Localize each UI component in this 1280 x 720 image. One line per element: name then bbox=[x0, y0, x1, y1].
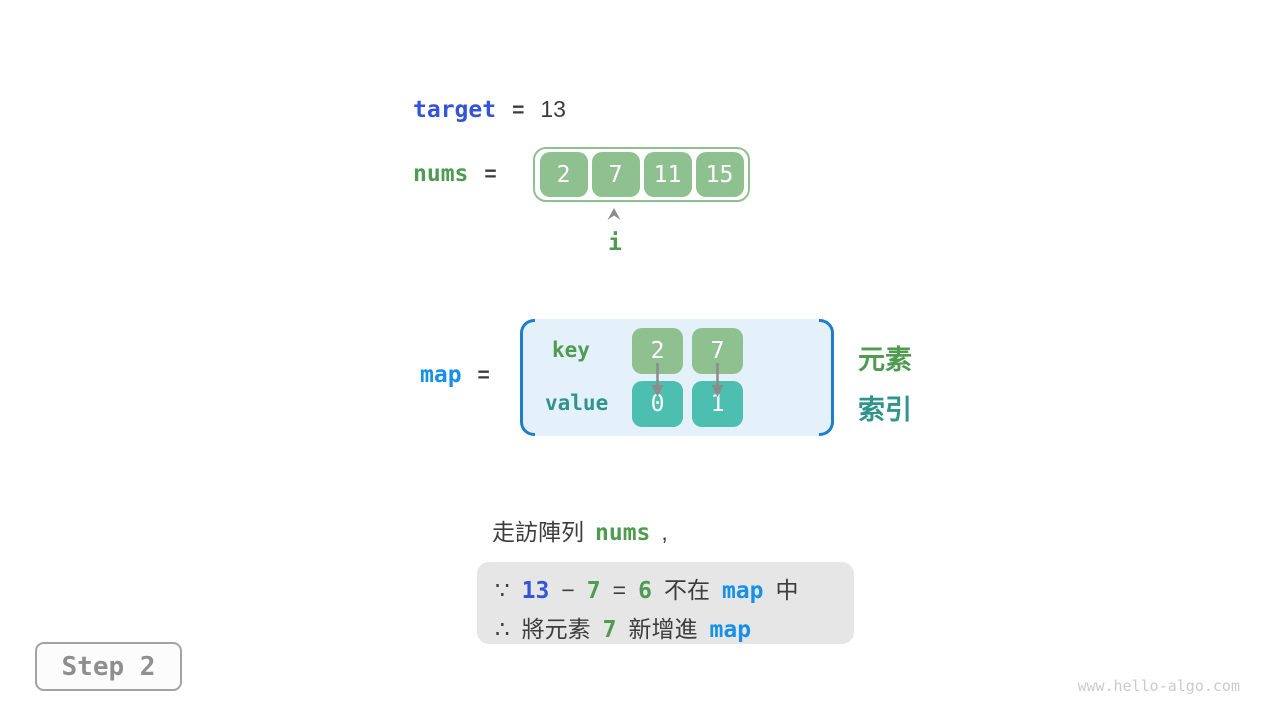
step-badge: Step 2 bbox=[35, 642, 182, 691]
current-element: 7 bbox=[586, 578, 601, 604]
target-value: 13 bbox=[540, 96, 566, 122]
map-equals-sign: = bbox=[477, 364, 490, 387]
minus-sign: − bbox=[561, 577, 575, 603]
not-in-text: 不在 bbox=[663, 577, 710, 603]
target-assignment: target = 13 bbox=[413, 96, 566, 123]
insert-into-text: 新增進 bbox=[628, 616, 698, 642]
caption-line: 走訪陣列 nums , bbox=[492, 513, 668, 547]
map-variable-label: map bbox=[420, 362, 462, 388]
nums-array-cell: 7 bbox=[591, 152, 640, 197]
target-number: 13 bbox=[521, 578, 550, 604]
note-line-2: ∴ 將元素 7 新增進 map bbox=[495, 610, 854, 644]
map-value-cell: 0 bbox=[632, 381, 683, 427]
nums-equals-sign: = bbox=[484, 163, 497, 186]
nums-array-cell: 11 bbox=[643, 152, 692, 197]
therefore-symbol: ∴ bbox=[495, 616, 510, 642]
target-variable-label: target bbox=[413, 97, 497, 123]
difference-value: 6 bbox=[638, 578, 652, 604]
because-symbol: ∵ bbox=[495, 577, 510, 603]
nums-variable-label: nums bbox=[413, 161, 469, 187]
map-left-bracket bbox=[520, 319, 535, 436]
nums-array: 2 7 11 15 bbox=[533, 147, 750, 202]
note-line-1: ∵ 13 − 7 = 6 不在 map 中 bbox=[495, 571, 854, 605]
index-pointer-label: i bbox=[608, 230, 622, 256]
index-side-label: 索引 bbox=[858, 395, 912, 425]
element-side-label: 元素 bbox=[858, 345, 912, 375]
map-key-label: key bbox=[552, 338, 590, 362]
add-element-text: 將元素 bbox=[521, 616, 591, 642]
equals-sign: = bbox=[612, 577, 627, 603]
nums-assignment-label: nums = bbox=[413, 161, 497, 187]
note-box: ∵ 13 − 7 = 6 不在 map 中 ∴ 將元素 7 新增進 map bbox=[477, 562, 854, 644]
caption-nums-code: nums bbox=[595, 520, 651, 546]
target-equals-sign: = bbox=[512, 99, 525, 122]
added-element: 7 bbox=[602, 617, 617, 643]
key-to-value-arrows-icon bbox=[651, 363, 724, 397]
caption-prefix: 走訪陣列 bbox=[492, 519, 584, 545]
map-code-ref: map bbox=[721, 578, 764, 604]
map-code-ref: map bbox=[709, 617, 752, 643]
caption-comma: , bbox=[661, 519, 668, 545]
map-container: key value 2 7 0 1 bbox=[520, 319, 834, 436]
index-pointer-arrow-icon bbox=[607, 208, 621, 220]
in-suffix-text: 中 bbox=[775, 577, 799, 603]
nums-array-cell: 15 bbox=[695, 152, 744, 197]
nums-array-cell: 2 bbox=[539, 152, 588, 197]
watermark: www.hello-algo.com bbox=[1077, 677, 1240, 695]
map-value-label: value bbox=[545, 391, 609, 415]
map-assignment-label: map = bbox=[420, 362, 490, 388]
